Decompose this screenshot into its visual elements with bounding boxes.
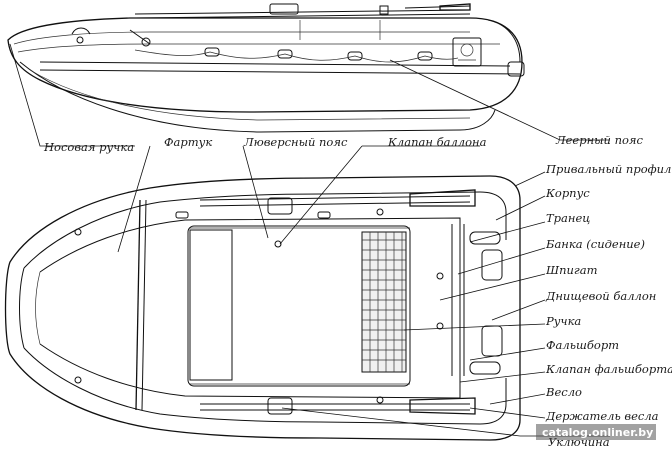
labels-left: Носовая ручка Фартук Люверсный пояс Клап…: [43, 135, 610, 449]
label-gunwale-valve: Клапан фальшборта: [545, 362, 672, 376]
label-lifeline: Леерный пояс: [555, 133, 644, 147]
label-apron: Фартук: [164, 135, 212, 149]
label-gunwale: Фальшборт: [546, 338, 619, 352]
label-hull: Корпус: [545, 186, 590, 200]
label-bench: Банка (сидение): [545, 237, 645, 251]
watermark: catalog.onliner.by: [536, 424, 656, 440]
label-grommet-belt: Люверсный пояс: [243, 135, 348, 149]
floor-rivets: [190, 227, 410, 385]
oars: [199, 189, 476, 415]
label-rub-strake: Привальный профиль: [545, 162, 672, 176]
label-oar: Весло: [545, 385, 582, 399]
top-grommets: [74, 208, 444, 404]
side-view: [7, 3, 525, 133]
watermark-text: catalog.onliner.by: [542, 426, 653, 439]
side-grommets: [204, 47, 433, 61]
transom-handles: [469, 231, 503, 375]
label-oar-holder: Держатель весла: [545, 409, 659, 423]
top-view: [4, 175, 521, 441]
label-handle: Ручка: [545, 314, 581, 328]
valve-icon: [274, 240, 282, 248]
label-keel-tube: Днищевой баллон: [545, 289, 656, 303]
label-transom: Транец: [546, 211, 590, 225]
labels-right: Леерный пояс Привальный профиль Корпус Т…: [545, 133, 672, 423]
label-nose-handle: Носовая ручка: [43, 140, 134, 154]
label-stringer: Шпигат: [545, 263, 598, 277]
label-tube-valve: Клапан баллона: [387, 135, 487, 149]
bench-mesh: [361, 231, 407, 373]
